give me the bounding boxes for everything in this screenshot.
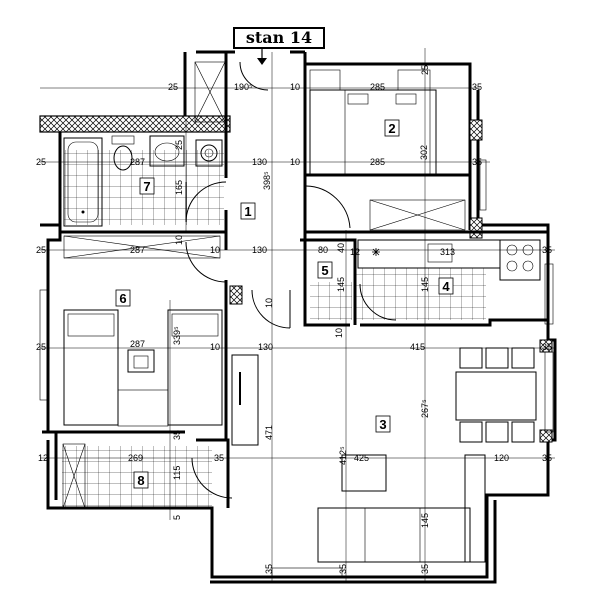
dim-text: 339⁵ — [172, 326, 182, 345]
dim-text: 10 — [290, 82, 300, 92]
dim-text: 145 — [420, 277, 430, 292]
dim-text: 12 — [350, 247, 360, 257]
room-labels: 1 2 3 4 5 6 7 8 — [115, 119, 454, 489]
dim-text: 10 — [210, 342, 220, 352]
dim-text: 5 — [172, 515, 182, 520]
dim-text: 145 — [336, 277, 346, 292]
interior-walls — [42, 52, 548, 508]
dim-text: 25 — [36, 157, 46, 167]
plan-title-text: stan 14 — [245, 28, 313, 47]
bathtub — [63, 137, 103, 227]
sink — [149, 135, 223, 167]
dim-text: 35 — [472, 157, 482, 167]
double-bed — [309, 69, 437, 175]
wardrobe — [231, 354, 259, 446]
dim-text: 10 — [210, 245, 220, 255]
plan-title: stan 14 — [233, 27, 325, 49]
dim-text: 471 — [264, 425, 274, 440]
dim-text: 130 — [258, 342, 273, 352]
room-number-1: 1 — [244, 204, 251, 219]
toilet — [111, 135, 135, 171]
dim-text: 25 — [168, 82, 178, 92]
dim-text: 285 — [370, 157, 385, 167]
dim-text: 302 — [419, 145, 429, 160]
dim-text: 25 — [174, 140, 184, 150]
dim-text: 35 — [338, 564, 348, 574]
dim-text: 115 — [172, 466, 182, 480]
kitchen-tiles — [356, 268, 486, 320]
dimension-lines — [40, 48, 555, 582]
dim-text: 425 — [354, 453, 369, 463]
dim-text: 35 — [542, 453, 552, 463]
dim-text: 35 — [264, 564, 274, 574]
dim-text: 145 — [420, 513, 430, 528]
dim-text: 130 — [252, 157, 267, 167]
dim-text: 398⁵ — [262, 171, 272, 190]
dim-text: 10 — [334, 328, 344, 338]
dim-text: 313 — [440, 247, 455, 257]
room-number-8: 8 — [137, 473, 144, 488]
dining-table — [455, 347, 537, 443]
dim-text: 267⁵ — [420, 399, 430, 418]
entrance-arrow — [257, 49, 267, 65]
dim-text: 25 — [36, 245, 46, 255]
dim-text: 287 — [130, 339, 145, 349]
dim-text: 12 — [38, 453, 48, 463]
dim-text: 190⁵ — [234, 82, 253, 92]
room-number-2: 2 — [388, 121, 395, 136]
dim-text: 25 — [420, 65, 430, 75]
dim-text: 285 — [370, 82, 385, 92]
dim-text: 165 — [174, 180, 184, 195]
windows — [39, 61, 554, 577]
dim-text: 40 — [336, 243, 346, 253]
dim-text: 287 — [130, 245, 145, 255]
room-number-3: 3 — [379, 417, 386, 432]
dim-text: 35 — [214, 453, 224, 463]
room-number-4: 4 — [442, 279, 450, 294]
room-number-7: 7 — [143, 179, 150, 194]
dim-text: 35 — [542, 342, 552, 352]
kitchen-counter — [357, 239, 541, 281]
storage-tiles — [310, 282, 352, 320]
dim-text: 269 — [128, 453, 143, 463]
dim-text: 10 — [264, 298, 274, 308]
dim-text: 120 — [494, 453, 509, 463]
sofa — [317, 454, 486, 563]
dim-text: 35 — [472, 82, 482, 92]
dim-text: 10 — [174, 235, 184, 245]
dim-text: 25 — [36, 342, 46, 352]
dim-text: 415 — [410, 342, 425, 352]
dim-text: 287 — [130, 157, 145, 167]
dim-text: 35 — [420, 564, 430, 574]
dim-text: 10 — [290, 157, 300, 167]
dim-text: 130 — [252, 245, 267, 255]
dim-text: 35 — [172, 430, 182, 440]
single-beds — [63, 309, 223, 427]
room-number-6: 6 — [119, 291, 126, 306]
dim-text: 412⁵ — [338, 446, 348, 465]
dim-text: 80 — [318, 245, 328, 255]
outer-walls — [39, 50, 557, 584]
dimension-texts: 25 190⁵ 10 285 25 35 25 287 25 130 10 28… — [36, 65, 552, 574]
dim-text: 35 — [542, 245, 552, 255]
room-number-5: 5 — [321, 263, 328, 278]
